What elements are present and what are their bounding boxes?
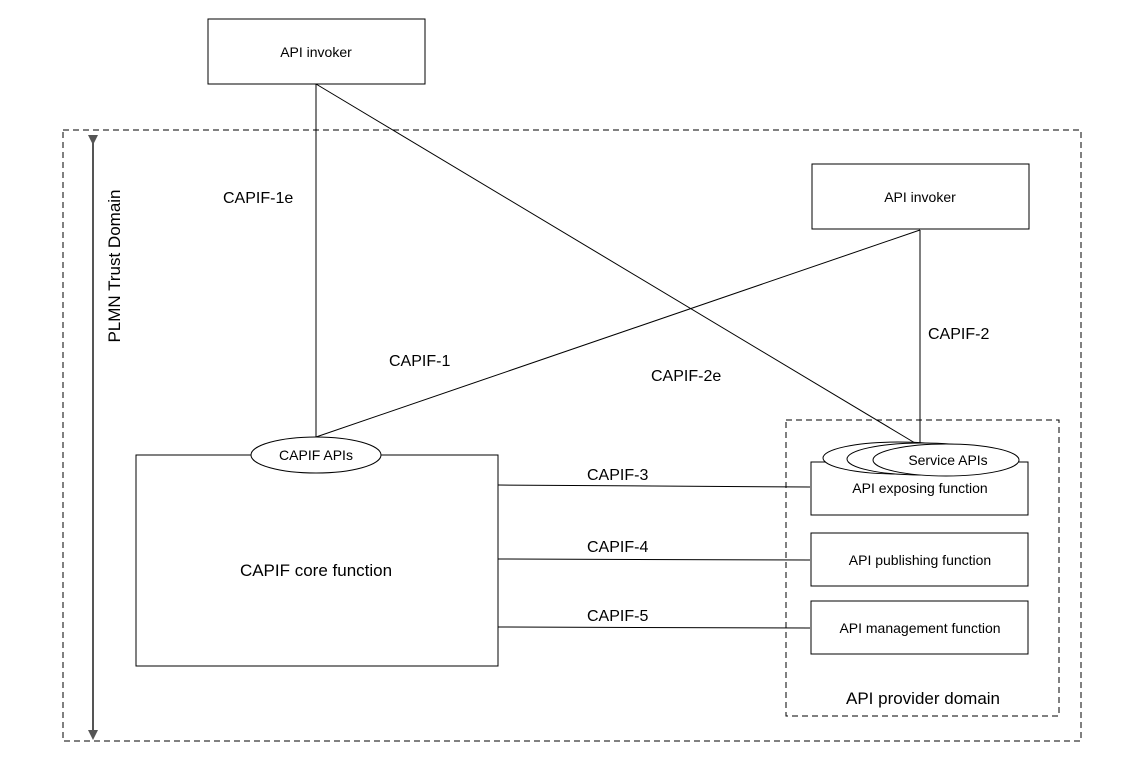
plmn-trust-domain-boundary [62, 129, 1082, 742]
capif-1e-label: CAPIF-1e [223, 190, 293, 207]
capif-core-function-label: CAPIF core function [240, 561, 392, 580]
api-publishing-function-label: API publishing function [849, 552, 991, 568]
capif-core-function-box [135, 454, 499, 667]
api-invoker-right-box [811, 163, 1030, 230]
capif-2-label: CAPIF-2 [928, 326, 989, 343]
capif-5-line [497, 626, 811, 629]
capif-apis-ellipse [250, 436, 382, 474]
capif-4-label: CAPIF-4 [587, 539, 648, 556]
capif-3-label: CAPIF-3 [587, 467, 648, 484]
api-provider-domain-label: API provider domain [846, 689, 1000, 708]
capif-3-line [497, 484, 811, 488]
capif-2e-line [315, 83, 921, 447]
plmn-trust-domain-label: PLMN Trust Domain [105, 189, 124, 342]
service-apis-label: Service APIs [908, 452, 987, 468]
capif-apis-label: CAPIF APIs [279, 447, 353, 463]
service-apis-ellipse-front [872, 443, 1020, 477]
api-provider-domain-boundary [785, 419, 1060, 717]
capif-5-label: CAPIF-5 [587, 608, 648, 625]
api-management-function-label: API management function [839, 620, 1000, 636]
api-invoker-right-label: API invoker [884, 189, 956, 205]
api-publishing-function-box [810, 532, 1029, 587]
capif-4-line [497, 558, 811, 561]
api-invoker-top-box [207, 18, 426, 85]
capif-1-label: CAPIF-1 [389, 353, 450, 370]
api-invoker-top-label: API invoker [280, 44, 352, 60]
api-exposing-function-label: API exposing function [852, 480, 987, 496]
capif-2e-label: CAPIF-2e [651, 368, 721, 385]
api-management-function-box [810, 600, 1029, 655]
capif-1-line [315, 229, 921, 438]
